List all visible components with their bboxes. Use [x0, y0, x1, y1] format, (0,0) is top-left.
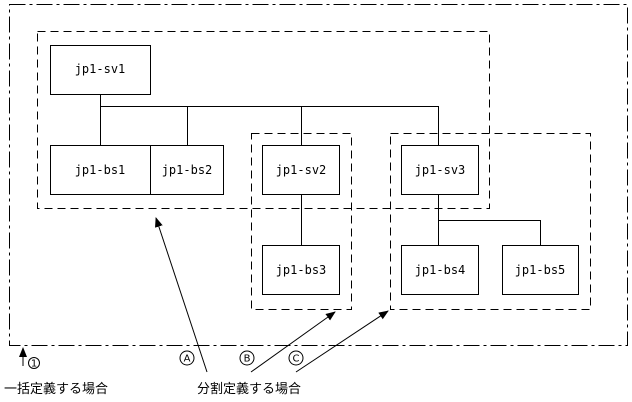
node-label: jp1-bs4 — [415, 263, 466, 277]
svg-text:B: B — [244, 354, 251, 365]
node-jp1-sv2: jp1-sv2 — [262, 145, 340, 195]
node-jp1-bs4: jp1-bs4 — [401, 245, 479, 295]
marker-b: B — [239, 350, 255, 366]
marker-a: A — [179, 350, 195, 366]
node-label: jp1-sv2 — [276, 163, 327, 177]
node-jp1-sv1: jp1-sv1 — [50, 45, 151, 95]
arrow-b — [250, 311, 336, 373]
batch-definition-boundary — [9, 4, 628, 346]
svg-text:A: A — [184, 354, 191, 365]
arrow-c — [295, 310, 389, 373]
node-jp1-bs3: jp1-bs3 — [262, 245, 340, 295]
svg-text:1: 1 — [31, 359, 37, 370]
marker-c: C — [288, 350, 304, 366]
node-label: jp1-bs3 — [276, 263, 327, 277]
arrows — [19, 217, 389, 373]
split-group-c — [390, 133, 591, 310]
node-jp1-sv3: jp1-sv3 — [401, 145, 479, 195]
split-definition-caption: 分割定義する場合 — [197, 381, 301, 397]
node-jp1-bs5: jp1-bs5 — [502, 245, 579, 295]
arrow-a — [155, 217, 208, 373]
split-group-b — [251, 133, 352, 310]
node-label: jp1-bs1 — [75, 163, 126, 177]
node-jp1-bs1: jp1-bs1 — [50, 145, 151, 195]
marker-1: 1 — [28, 357, 40, 370]
node-label: jp1-bs5 — [515, 263, 566, 277]
split-group-a — [37, 31, 490, 209]
node-label: jp1-sv1 — [75, 62, 126, 76]
node-jp1-bs2: jp1-bs2 — [150, 145, 224, 195]
connectors — [100, 95, 541, 245]
batch-definition-caption: 一括定義する場合 — [4, 381, 108, 397]
svg-text:C: C — [293, 354, 300, 365]
node-label: jp1-bs2 — [162, 163, 213, 177]
node-label: jp1-sv3 — [415, 163, 466, 177]
